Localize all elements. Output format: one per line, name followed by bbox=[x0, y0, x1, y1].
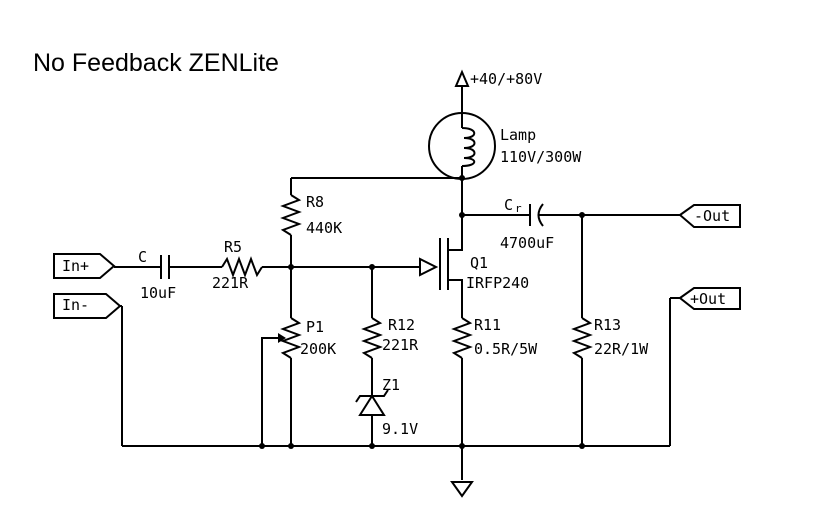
supply-rail: +40/+80V bbox=[454, 69, 542, 112]
r5-value: 221R bbox=[212, 274, 249, 292]
resistor-r13: R13 22R/1W bbox=[571, 215, 649, 446]
mosfet-q1: Q1 IRFP240 bbox=[439, 178, 529, 318]
c-out-ref-sub: r bbox=[515, 202, 522, 215]
capacitor-c-in: C 10uF bbox=[138, 248, 176, 302]
lamp-value: 110V/300W bbox=[500, 148, 582, 166]
ground-symbol bbox=[450, 481, 474, 498]
port-in-minus-label: In- bbox=[62, 296, 89, 314]
r12-ref: R12 bbox=[388, 316, 415, 334]
lamp-ref: Lamp bbox=[500, 126, 536, 144]
c-in-value: 10uF bbox=[140, 284, 176, 302]
r13-value: 22R/1W bbox=[594, 340, 649, 358]
capacitor-c-out: C r 4700uF bbox=[500, 196, 554, 252]
c-in-ref: C bbox=[138, 248, 147, 266]
p1-value: 200K bbox=[300, 340, 336, 358]
port-out-minus-label: -Out bbox=[694, 207, 730, 225]
z1-ref: Z1 bbox=[382, 376, 400, 394]
r11-value: 0.5R/5W bbox=[474, 340, 538, 358]
resistor-r5: R5 221R bbox=[212, 238, 263, 292]
zener-z1: Z1 9.1V bbox=[355, 376, 418, 446]
c-out-value: 4700uF bbox=[500, 234, 554, 252]
resistor-r8: R8 440K bbox=[280, 178, 342, 267]
lamp-symbol: Lamp 110V/300W bbox=[428, 112, 582, 180]
port-out-plus[interactable]: +Out bbox=[678, 287, 741, 310]
q1-value: IRFP240 bbox=[466, 274, 529, 292]
r8-value: 440K bbox=[306, 219, 342, 237]
p1-ref: P1 bbox=[306, 318, 324, 336]
port-out-minus[interactable]: -Out bbox=[678, 204, 741, 228]
resistor-r12: R12 221R bbox=[361, 267, 419, 396]
r5-ref: R5 bbox=[224, 238, 242, 256]
c-out-ref: C bbox=[504, 196, 513, 214]
r8-ref: R8 bbox=[306, 193, 324, 211]
port-out-plus-label: +Out bbox=[690, 290, 726, 308]
r12-value: 221R bbox=[382, 336, 419, 354]
port-in-plus[interactable]: In+ bbox=[53, 253, 116, 279]
q1-ref: Q1 bbox=[470, 254, 488, 272]
z1-value: 9.1V bbox=[382, 420, 418, 438]
port-in-plus-label: In+ bbox=[62, 257, 89, 275]
supply-label: +40/+80V bbox=[470, 70, 542, 88]
diagram-title: No Feedback ZENLite bbox=[33, 49, 279, 77]
r13-ref: R13 bbox=[594, 316, 621, 334]
r11-ref: R11 bbox=[474, 316, 501, 334]
resistor-r11: R11 0.5R/5W bbox=[451, 316, 538, 480]
potentiometer-p1: P1 200K bbox=[261, 267, 336, 446]
port-in-minus[interactable]: In- bbox=[53, 293, 122, 319]
